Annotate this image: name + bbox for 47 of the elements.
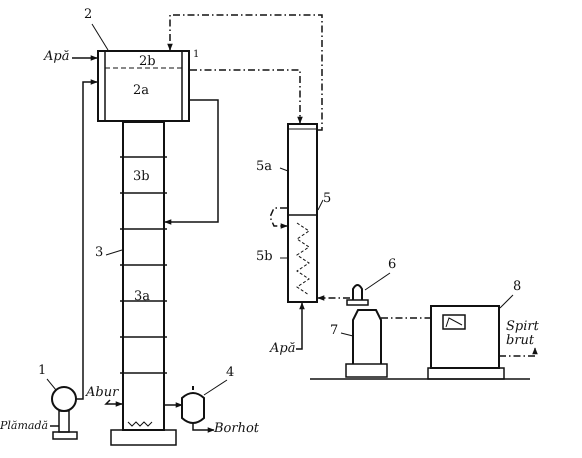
leader-line [340, 332, 354, 336]
leader-line [280, 168, 288, 172]
callout-number: 3 [95, 246, 106, 262]
stream-label: Plămadă [0, 419, 50, 433]
leader-line [92, 24, 108, 50]
callout-number: 7 [330, 324, 341, 340]
callout-number: 5b [256, 250, 280, 266]
callout-number: 1 [38, 364, 49, 380]
pipe-arrow [76, 79, 98, 400]
pipe-arrow [72, 55, 98, 61]
callout-number: 5 [323, 192, 334, 208]
stream-label: Apă [270, 342, 296, 356]
pipe-arrow [192, 423, 215, 433]
meter-drawing [427, 305, 505, 380]
callout-number: 4 [226, 366, 237, 382]
stream-label: Apă [44, 50, 72, 64]
leader-line [500, 294, 514, 308]
callout-number: 5a [256, 160, 280, 176]
pipe-arrow [296, 302, 305, 350]
pipe-line [50, 425, 59, 427]
callout-number: 1 [193, 48, 200, 62]
pipe-arrow [104, 399, 123, 407]
pipe-arrow [164, 99, 219, 225]
pipe-arrow [269, 207, 288, 229]
condenser-drawing [287, 123, 318, 303]
leader-line [106, 250, 122, 256]
part-label: 2a [133, 84, 150, 98]
callout-number: 6 [388, 258, 399, 274]
bottle-drawing [345, 306, 388, 378]
pipe-arrow [499, 347, 538, 357]
callout-number: 2 [84, 8, 96, 24]
pipe-arrow [317, 295, 350, 301]
stream-label: Borhot [214, 422, 264, 438]
leader-line [318, 200, 324, 210]
leader-line [204, 380, 228, 396]
pipe-arrow [190, 69, 303, 124]
callout-number: 8 [513, 280, 524, 296]
part-label: 3a [134, 290, 150, 304]
pipe-arrow [165, 402, 183, 408]
leader-line [46, 378, 56, 390]
pump-drawing [50, 386, 80, 440]
pipe-line [381, 317, 431, 319]
leader-line [364, 272, 390, 290]
part-label: 3b [133, 170, 150, 184]
part-label: 2b [139, 55, 156, 69]
stream-label: Spirt brut [506, 320, 562, 348]
pipe-arrow [167, 14, 323, 131]
